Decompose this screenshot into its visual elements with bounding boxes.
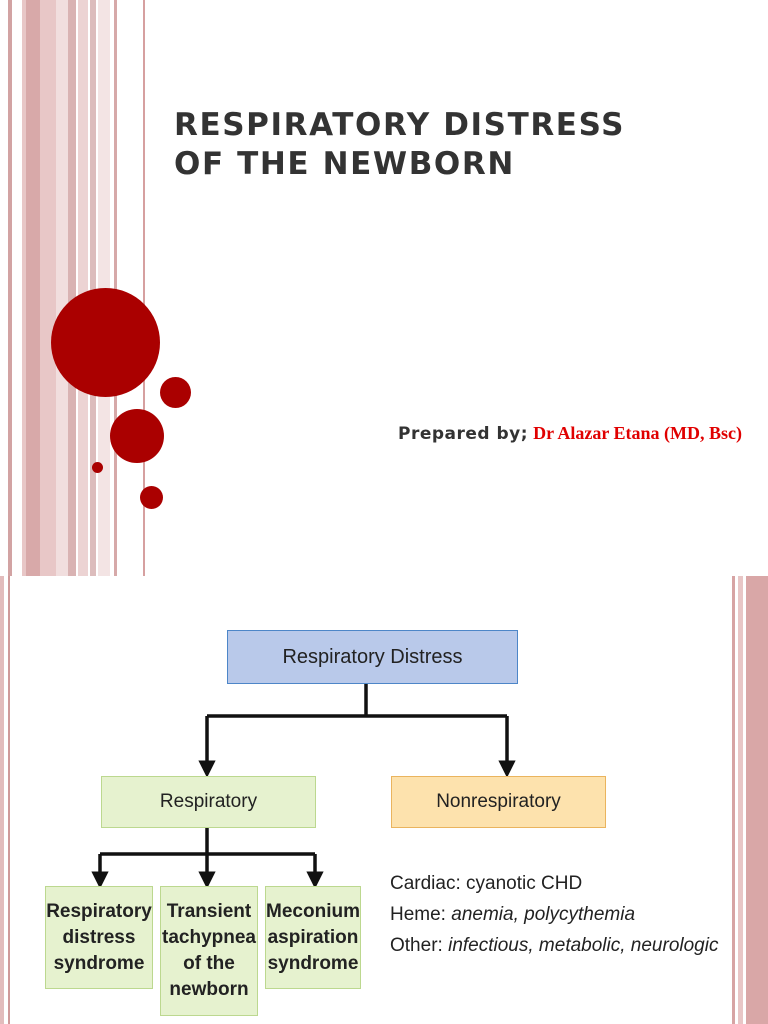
cause-label: Cardiac:: [390, 873, 461, 894]
cause-item-other: Other: infectious, metabolic, neurologic: [390, 930, 720, 961]
cause-label: Other:: [390, 935, 443, 956]
mas-line: Meconium: [266, 900, 360, 922]
title-slide: RESPIRATORY DISTRESS OF THE NEWBORN Prep…: [8, 0, 744, 576]
respiratory-distress-flowchart: Respiratory Distress Respiratory Nonresp…: [0, 576, 768, 1024]
diagram-slide: Respiratory Distress Respiratory Nonresp…: [0, 576, 768, 1024]
author-name: Dr Alazar Etana (MD, Bsc): [533, 423, 742, 443]
ttn-line: newborn: [169, 979, 249, 1000]
rds-node: Respiratory distress syndrome: [45, 886, 153, 989]
cause-item-heme: Heme: anemia, polycythemia: [390, 899, 720, 930]
presentation-title: RESPIRATORY DISTRESS OF THE NEWBORN: [174, 106, 744, 184]
tiny-circle-decoration: [92, 462, 103, 473]
cause-value: infectious, metabolic, neurologic: [448, 935, 719, 956]
cause-label: Heme:: [390, 904, 446, 925]
small-circle-decoration-2: [140, 486, 163, 509]
title-line-2: OF THE NEWBORN: [174, 146, 515, 182]
respiratory-distress-node: Respiratory Distress: [227, 630, 518, 684]
flowchart-connectors: [91, 684, 516, 889]
mas-node: Meconium aspiration syndrome: [265, 886, 361, 989]
cause-value: anemia, polycythemia: [451, 904, 636, 925]
ttn-line: of the: [183, 953, 235, 974]
title-line-1: RESPIRATORY DISTRESS: [174, 107, 626, 143]
cause-item-cardiac: Cardiac: cyanotic CHD: [390, 868, 720, 899]
respiratory-node: Respiratory: [101, 776, 316, 828]
medium-circle-decoration: [110, 409, 164, 463]
ttn-line: tachypnea: [162, 927, 256, 948]
ttn-line: Transient: [166, 901, 252, 922]
rds-line: Respiratory: [46, 900, 152, 922]
nonrespiratory-node: Nonrespiratory: [391, 776, 606, 828]
ttn-node: Transient tachypnea of the newborn: [160, 886, 258, 1016]
rds-line: syndrome: [53, 952, 145, 974]
author-block: Prepared by; Dr Alazar Etana (MD, Bsc): [398, 420, 743, 447]
large-circle-decoration: [51, 288, 160, 397]
mas-line: aspiration: [267, 926, 359, 948]
nonrespiratory-causes-list: Cardiac: cyanotic CHD Heme: anemia, poly…: [390, 868, 720, 961]
cause-value: cyanotic CHD: [466, 873, 583, 894]
right-border-stripes: [732, 576, 768, 1024]
rds-line: distress: [62, 926, 136, 948]
left-border-stripes: [0, 576, 10, 1024]
decorative-stripes: [8, 0, 145, 576]
prepared-by-label: Prepared by;: [398, 424, 529, 444]
small-circle-decoration: [160, 377, 191, 408]
mas-line: syndrome: [267, 952, 359, 974]
